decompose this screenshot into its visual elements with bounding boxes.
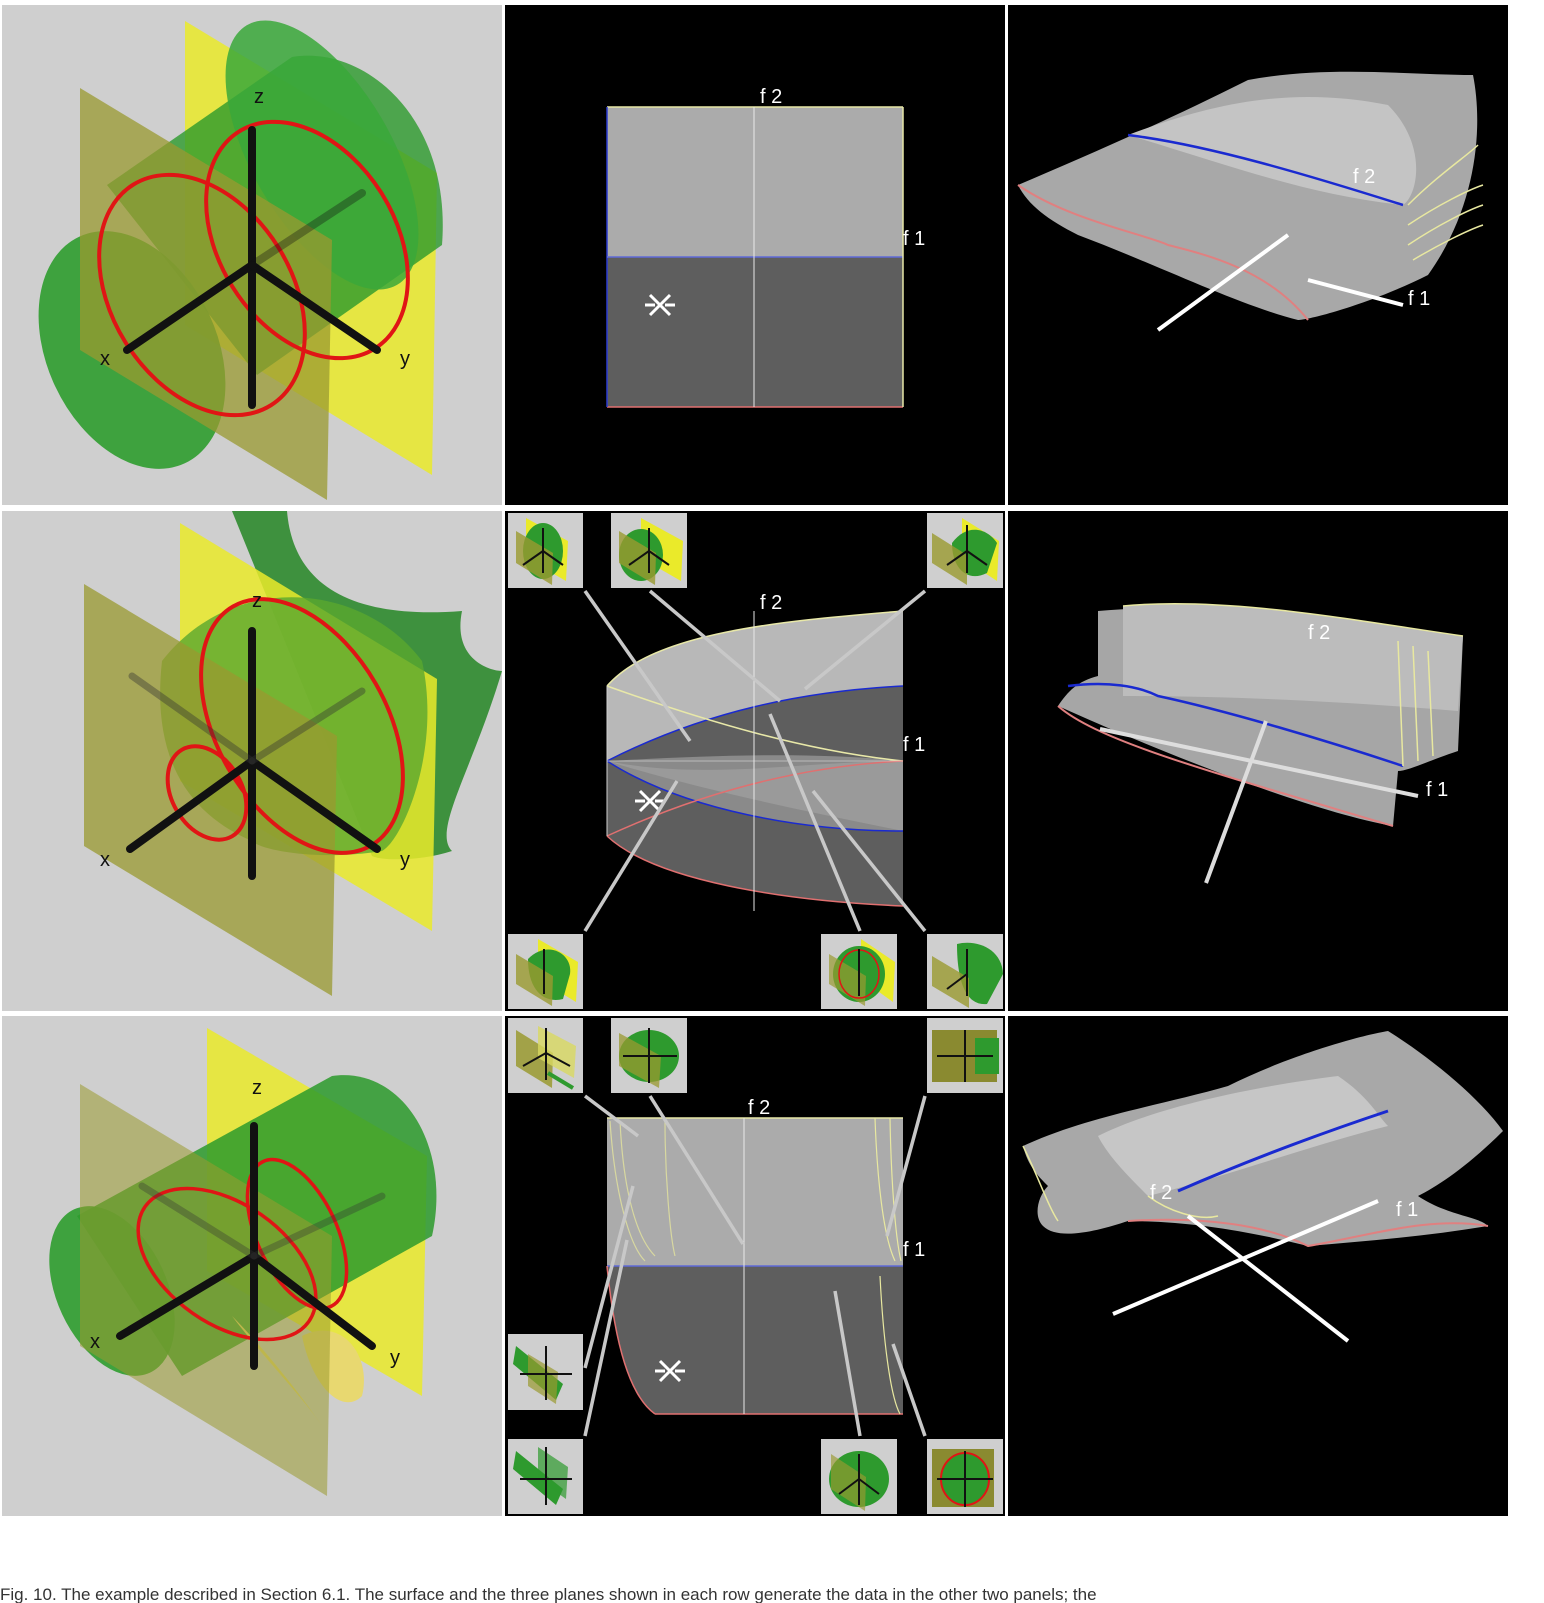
row3-surface-view: z x y [2, 1016, 502, 1516]
leader-lines [583, 1094, 927, 1437]
red-contour [136, 1186, 318, 1342]
sheet-light [607, 1118, 903, 1266]
y-axis [248, 757, 381, 853]
fiber-f1 [1307, 278, 1404, 307]
y-axis [250, 1252, 376, 1350]
row2-fiber-surface: f 2 f 1 [1008, 511, 1508, 1011]
fiber-f2-label: f 2 [760, 86, 782, 108]
thumbnail [611, 513, 687, 588]
thumbnail [821, 934, 897, 1009]
thumbnail [927, 934, 1003, 1009]
row3-reeb-space: f 2 f 1 [505, 1016, 1005, 1516]
red-contour [245, 1157, 349, 1311]
y-axis-label: y [390, 1347, 400, 1369]
z-axis-label: z [254, 86, 264, 108]
fiber-f2-label: f 2 [1308, 622, 1330, 644]
fiber-f2-label: f 2 [748, 1097, 770, 1119]
thumbnail [611, 1018, 687, 1093]
figure-caption: Fig. 10. The example described in Sectio… [0, 1586, 1097, 1603]
thumbnail [508, 1334, 583, 1410]
fiber-f2-label: f 2 [1353, 166, 1375, 188]
row3-fiber-surface: f 2 f 1 [1008, 1016, 1508, 1516]
y-axis [248, 261, 381, 354]
red-contour [97, 172, 307, 418]
leader-lines [583, 589, 927, 933]
thumbnail [508, 1018, 583, 1093]
fiber-f1-label: f 1 [1408, 288, 1430, 310]
thumbnail [927, 513, 1003, 588]
thumbnail [508, 513, 583, 588]
thumbnail [508, 1439, 583, 1514]
fiber-f1 [1112, 1199, 1379, 1316]
fiber-f1-label: f 1 [1396, 1199, 1418, 1221]
x-axis-label: x [100, 849, 110, 871]
cross-marker [655, 1359, 685, 1383]
thumbnail [927, 1018, 1003, 1093]
fiber-f1-label: f 1 [1426, 779, 1448, 801]
fiber-f2 [1156, 233, 1290, 332]
jacobi-curve [606, 685, 904, 762]
olive-plane [80, 1084, 332, 1496]
thumbnail [927, 1439, 1003, 1514]
jacobi-curve [1177, 1109, 1389, 1193]
x-axis [116, 1252, 258, 1340]
fiber-f1-label: f 1 [903, 228, 925, 250]
fiber-f2 [1204, 720, 1268, 884]
sheet-dark [607, 257, 903, 407]
row1-surface-view: z x y [2, 5, 502, 505]
jacobi-curve [1067, 682, 1404, 768]
fiber-f2-label: f 2 [760, 592, 782, 614]
thumbnail [508, 934, 583, 1009]
fiber-f2-label: f 2 [1150, 1182, 1172, 1204]
cross-marker [645, 293, 675, 317]
thumbnail [821, 1439, 897, 1514]
y-axis-label: y [400, 348, 410, 370]
z-axis-label: z [252, 590, 262, 612]
fiber-f1 [1099, 727, 1419, 798]
fiber-f1-label: f 1 [903, 734, 925, 756]
jacobi-curve [1127, 133, 1404, 207]
row2-reeb-space: f 2 f 1 [505, 511, 1005, 1011]
sheet-light [607, 107, 903, 257]
z-axis-label: z [252, 1077, 262, 1099]
fiber-f1-label: f 1 [903, 1239, 925, 1261]
sheet-dark [607, 1266, 903, 1414]
x-axis [126, 757, 256, 853]
x-axis [123, 261, 256, 354]
row2-surface-view: z x y [2, 511, 502, 1011]
fiber-f2 [1186, 1214, 1350, 1343]
x-axis-label: x [90, 1331, 100, 1353]
row1-fiber-surface: f 2 f 1 [1008, 5, 1508, 505]
x-axis-label: x [100, 348, 110, 370]
y-axis-label: y [400, 849, 410, 871]
row1-reeb-space: f 2 f 1 [505, 5, 1005, 505]
